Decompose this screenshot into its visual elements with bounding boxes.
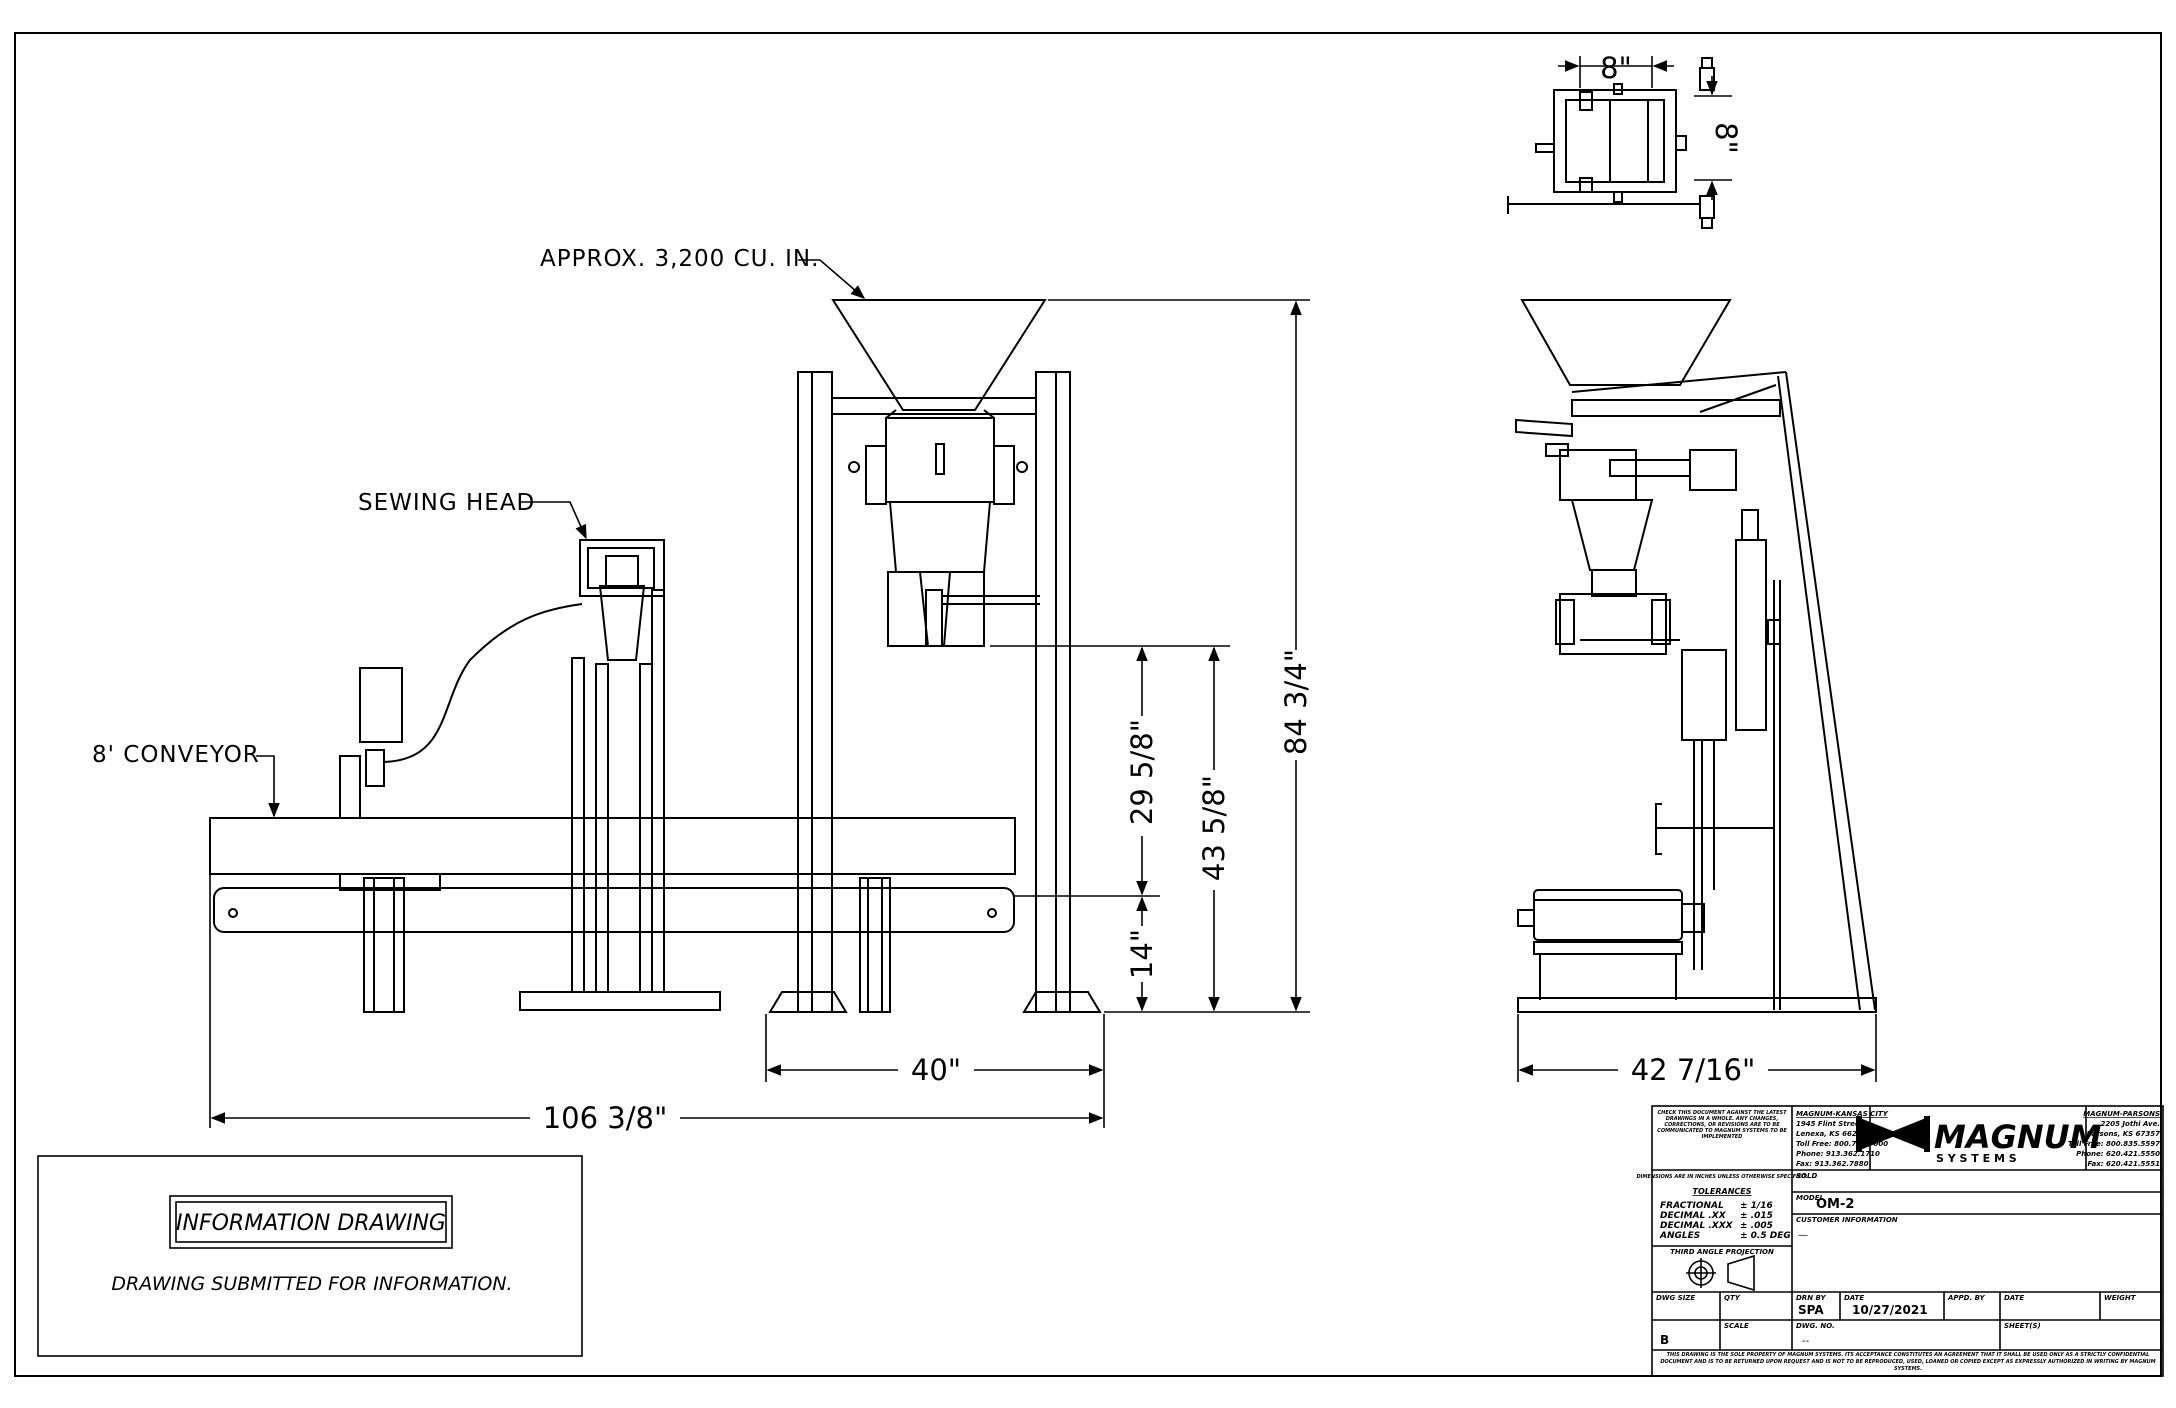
tb-date: 10/27/2021 (1852, 1303, 1928, 1317)
office-right-city: Parsons, KS 67357 (2087, 1130, 2160, 1138)
front-view (209, 299, 1102, 1013)
side-hopper (1520, 299, 1732, 386)
tb-drawn-by-label: DRN BY (1796, 1294, 1826, 1302)
tb-dwg-no-label: DWG. NO. (1796, 1322, 1835, 1330)
dim-conveyor-height: 14" (1125, 929, 1159, 979)
tb-dwg-no: -- (1802, 1336, 1810, 1347)
frame-upright-right (1035, 371, 1071, 1013)
tb-customer: — (1798, 1230, 1808, 1241)
logo-sub: S Y S T E M S (1936, 1152, 2017, 1165)
tb-scale-label: SCALE (1724, 1322, 1749, 1330)
tb-size: B (1660, 1333, 1669, 1347)
office-right-name: MAGNUM-PARSONS (2083, 1110, 2160, 1118)
tol-value-2: ± .005 (1740, 1221, 1773, 1231)
sheet-border (14, 32, 2162, 1377)
dim-frame-width: 40" (911, 1053, 961, 1087)
tb-drawn-by: SPA (1798, 1303, 1824, 1317)
base-plate-right (1022, 991, 1102, 1013)
dimension-labels: 106 3/8" 40" 42 7/16" 84 3/4" 43 5/8" 29… (92, 51, 1768, 1136)
magnum-logo (1856, 1116, 1930, 1152)
info-note: DRAWING SUBMITTED FOR INFORMATION. (111, 1273, 512, 1295)
tb-projection: THIRD ANGLE PROJECTION (1670, 1248, 1774, 1256)
dim-side-width: 42 7/16" (1631, 1053, 1756, 1087)
side-view (1515, 299, 1877, 1013)
label-hopper: APPROX. 3,200 CU. IN. (540, 246, 819, 272)
office-left-name: MAGNUM-KANSAS CITY (1796, 1110, 1889, 1118)
tol-name-1: DECIMAL .XX (1660, 1211, 1727, 1221)
tb-tolerances-label: TOLERANCES (1693, 1187, 1752, 1196)
control-panel (359, 667, 403, 743)
office-left-phone: Phone: 913.362.1710 (1796, 1150, 1880, 1158)
info-title: INFORMATION DRAWING (176, 1211, 446, 1236)
sewing-head (579, 539, 665, 597)
dimension-lines (209, 56, 1877, 1128)
tol-value-1: ± .015 (1740, 1211, 1773, 1221)
hopper (831, 299, 1047, 411)
label-conveyor: 8' CONVEYOR (92, 742, 260, 768)
office-left-address: 1945 Flint Street (1796, 1120, 1864, 1128)
title-block: MAGNUM S Y S T E M S CHECK THIS DOCUMENT… (1637, 1105, 2164, 1377)
conveyor-belt (213, 887, 1015, 933)
top-view (1507, 57, 1715, 229)
sewing-stand-base (519, 991, 721, 1011)
tb-appd-label: APPD. BY (1947, 1294, 1986, 1302)
tb-disclaimer: CHECK THIS DOCUMENT AGAINST THE LATEST D… (1657, 1110, 1787, 1140)
conveyor-leg-left (363, 877, 405, 1013)
tb-qty-label: QTY (1724, 1294, 1741, 1302)
conveyor-leg-right (859, 877, 891, 1013)
tol-name-2: DECIMAL .XXX (1660, 1221, 1734, 1231)
logo-main: MAGNUM (1934, 1118, 2102, 1156)
side-conveyor (1533, 889, 1683, 941)
dim-top-depth: 8" (1709, 122, 1743, 154)
label-sewing-head: SEWING HEAD (358, 490, 535, 516)
tb-model: OM-2 (1816, 1197, 1854, 1212)
office-right-fax: Fax: 620.421.5551 (2088, 1160, 2161, 1168)
side-column (1681, 649, 1727, 741)
office-left-city: Lenexa, KS 66214 (1796, 1130, 1867, 1138)
conveyor-bed (209, 817, 1016, 875)
tb-sold-label: SOLD (1796, 1172, 1817, 1180)
dim-overall-length: 106 3/8" (543, 1101, 668, 1135)
tol-name-3: ANGLES (1659, 1231, 1700, 1241)
tb-sheet-label: SHEET(S) (2004, 1322, 2041, 1330)
tb-date2-label: DATE (2004, 1294, 2024, 1302)
dim-height-total: 84 3/4" (1279, 649, 1313, 755)
information-box: INFORMATION DRAWING DRAWING SUBMITTED FO… (37, 1155, 583, 1357)
sewing-cable (383, 603, 583, 763)
tb-model-label: MODEL (1796, 1194, 1824, 1202)
tb-dims-note: DIMENSIONS ARE IN INCHES UNLESS OTHERWIS… (1637, 1174, 1808, 1180)
tol-value-3: ± 0.5 DEG (1740, 1231, 1791, 1241)
dim-height-spout: 43 5/8" (1197, 775, 1231, 881)
tb-date-label: DATE (1844, 1294, 1864, 1302)
dim-height-bag: 29 5/8" (1125, 719, 1159, 825)
base-plate-left (768, 991, 848, 1013)
frame-upright-left (797, 371, 833, 1013)
tb-weight-label: WEIGHT (2104, 1294, 2137, 1302)
tol-name-0: FRACTIONAL (1660, 1201, 1724, 1211)
tb-size-label: DWG SIZE (1656, 1294, 1695, 1302)
top-view-body (1553, 89, 1677, 193)
tol-value-0: ± 1/16 (1740, 1201, 1773, 1211)
feeder-box (885, 417, 995, 503)
tb-footer: THIS DRAWING IS THE SOLE PROPERTY OF MAG… (1660, 1352, 2156, 1372)
office-right-tollfree: Toll Free: 800.835.5597 (2068, 1140, 2160, 1148)
side-base (1517, 997, 1877, 1013)
tb-customer-label: CUSTOMER INFORMATION (1796, 1216, 1898, 1224)
office-left-fax: Fax: 913.362.7880 (1796, 1160, 1869, 1168)
office-right-phone: Phone: 620.421.5550 (2076, 1150, 2160, 1158)
bag-spout (888, 501, 992, 573)
dim-top-width: 8" (1600, 51, 1632, 85)
frame-crossbar (831, 397, 1037, 415)
office-right-address: 2205 Jothi Ave. (2100, 1120, 2160, 1128)
office-left-tollfree: Toll Free: 800.748.7000 (1796, 1140, 1888, 1148)
